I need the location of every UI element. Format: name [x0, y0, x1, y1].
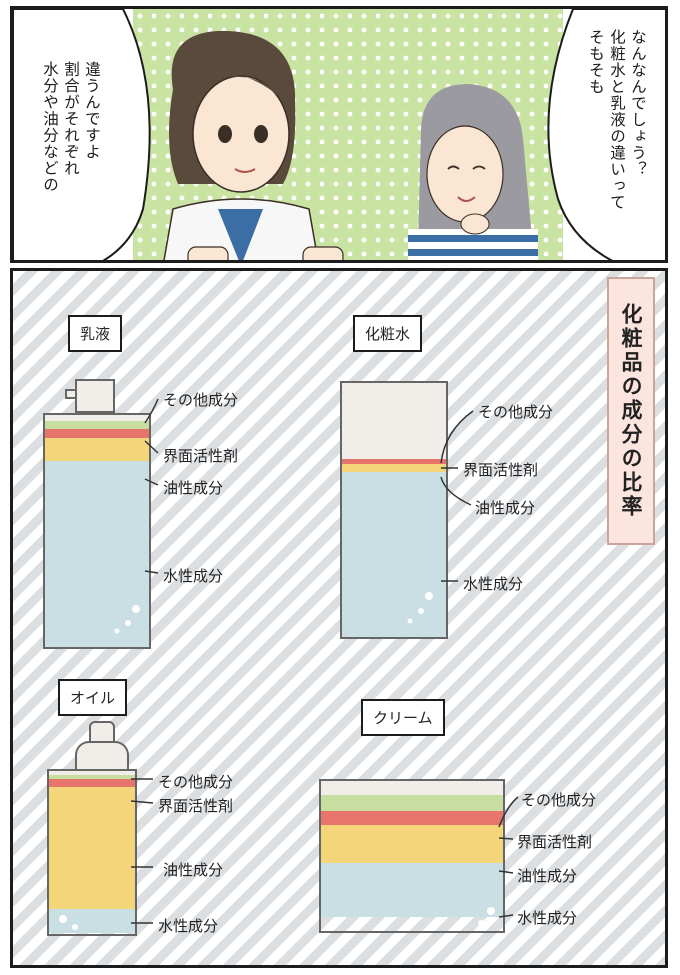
oil-bottle-shoulder [75, 741, 129, 771]
doctor-speech-line-3: 違うんですよ [83, 61, 101, 160]
lotion-label-surfactant: 界面活性剤 [463, 461, 539, 479]
segment-water [45, 461, 149, 647]
milk-label-water: 水性成分 [163, 567, 224, 585]
segment-green-band [321, 795, 503, 812]
bottom-panel: 化粧品の成分の比率 乳液 化粧水 オイル クリーム [10, 268, 668, 968]
cream-label-oil: 油性成分 [517, 867, 578, 885]
doctor-illustration [163, 30, 538, 260]
oil-label-water: 水性成分 [158, 917, 219, 935]
oil-label-oil: 油性成分 [163, 861, 224, 879]
segment-surfactant [49, 779, 135, 787]
segment-green-band [49, 775, 135, 779]
product-label-cream: クリーム [361, 699, 445, 736]
doctor-speech-line-2: 割合がそれぞれ [62, 61, 80, 177]
top-panel: 違うんですよ 割合がそれぞれ 水分や油分などの なんなんでしょう？ 化粧水と乳液… [10, 6, 668, 263]
segment-surfactant [321, 811, 503, 825]
woman-speech-line-2: 化粧水と乳液の違いって [608, 29, 626, 211]
cream-container [319, 779, 505, 933]
segment-oil [45, 438, 149, 461]
segment-oil [49, 787, 135, 909]
oil-label-other: その他成分 [158, 773, 234, 791]
milk-bottle-cap [75, 379, 115, 413]
segment-oil [321, 825, 503, 863]
woman-speech-line-1: そもそも [587, 29, 605, 95]
product-label-oil: オイル [58, 679, 128, 716]
cream-label-water: 水性成分 [517, 909, 578, 927]
woman-speech: なんなんでしょう？ 化粧水と乳液の違いって そもそも [585, 29, 648, 259]
oil-container [47, 769, 137, 936]
segment-other [342, 383, 446, 459]
lotion-label-other: その他成分 [478, 403, 554, 421]
cream-label-other: その他成分 [521, 791, 597, 809]
woman [408, 84, 538, 260]
doctor-speech-line-1: 水分や油分などの [41, 61, 59, 193]
product-label-lotion: 化粧水 [353, 315, 423, 352]
doctor-speech: 違うんですよ 割合がそれぞれ 水分や油分などの [39, 61, 102, 260]
segment-water [321, 863, 503, 917]
segment-surfactant [342, 459, 446, 464]
segment-green-band [45, 421, 149, 429]
segment-oil [342, 464, 446, 472]
cream-label-surfactant: 界面活性剤 [517, 833, 593, 851]
woman-speech-line-3: なんなんでしょう？ [629, 29, 647, 178]
milk-label-surfactant: 界面活性剤 [163, 447, 239, 465]
lotion-label-oil: 油性成分 [475, 499, 536, 517]
milk-label-other: その他成分 [163, 391, 239, 409]
lotion-container [340, 381, 448, 639]
speech-bubbles [13, 9, 665, 260]
diagram-title: 化粧品の成分の比率 [607, 277, 655, 545]
lotion-label-water: 水性成分 [463, 575, 524, 593]
leader-lines [130, 398, 519, 924]
oil-label-surfactant: 界面活性剤 [158, 797, 234, 815]
water-bubbles [59, 592, 495, 930]
doctor [163, 30, 344, 260]
segment-water [342, 472, 446, 637]
segment-surfactant [45, 429, 149, 438]
product-label-milk: 乳液 [68, 315, 123, 352]
milk-label-oil: 油性成分 [163, 479, 224, 497]
milk-bottle-neck [65, 389, 77, 399]
milk-container [43, 413, 151, 649]
